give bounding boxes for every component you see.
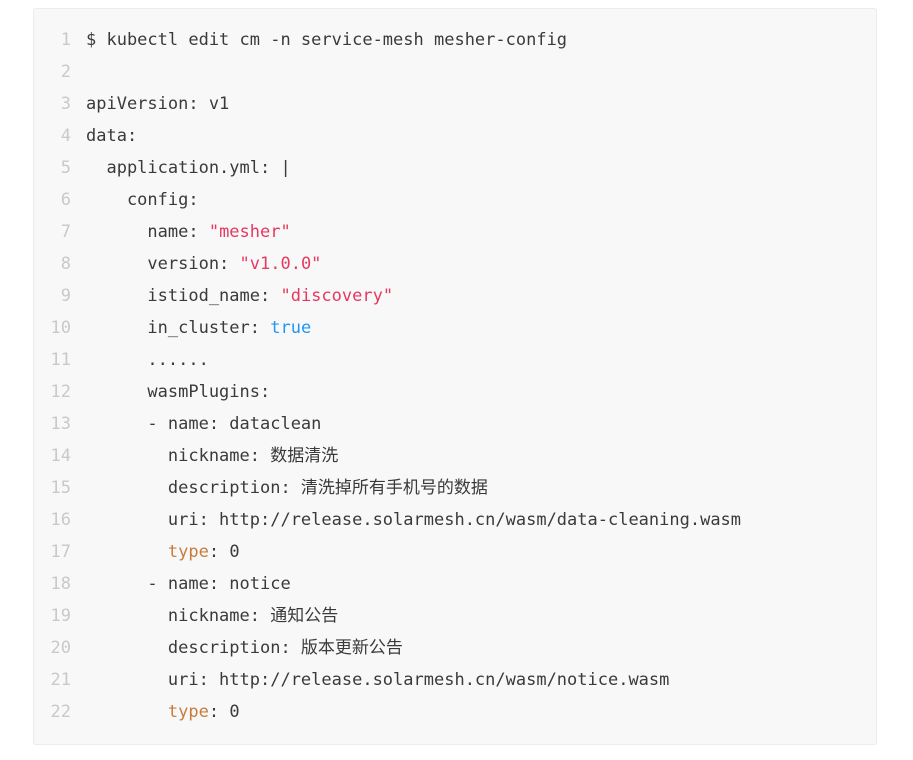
- line-number: 22: [50, 702, 71, 722]
- token-plain: : 0: [208, 542, 240, 562]
- code-text: data:: [71, 120, 137, 152]
- token-plain: istiod_name:: [86, 286, 281, 306]
- code-line: 10 in_cluster: true: [34, 312, 876, 344]
- line-number: 6: [60, 190, 71, 210]
- line-number: 12: [50, 382, 71, 402]
- code-line: 20 description: 版本更新公告: [34, 632, 876, 664]
- code-text: apiVersion: v1: [71, 88, 229, 120]
- line-number: 13: [50, 414, 71, 434]
- code-text: $ kubectl edit cm -n service-mesh mesher…: [71, 24, 567, 56]
- code-line: 5 application.yml: |: [34, 152, 876, 184]
- code-block: 1 $ kubectl edit cm -n service-mesh meshe…: [33, 8, 877, 745]
- token-plain: [86, 702, 168, 722]
- token-plain: data:: [86, 126, 138, 146]
- token-plain: description: 清洗掉所有手机号的数据: [86, 478, 488, 498]
- line-number: 4: [60, 126, 71, 146]
- code-text: uri: http://release.solarmesh.cn/wasm/no…: [71, 664, 670, 696]
- code-text: ......: [71, 344, 209, 376]
- code-text: istiod_name: "discovery": [71, 280, 393, 312]
- token-plain: nickname: 数据清洗: [86, 446, 339, 466]
- line-number: 11: [50, 350, 71, 370]
- token-plain: ......: [86, 350, 209, 370]
- token-plain: $ kubectl edit cm -n service-mesh mesher…: [86, 30, 568, 50]
- line-number: 3: [60, 94, 71, 114]
- token-string: "v1.0.0": [239, 254, 322, 274]
- token-plain: wasmPlugins:: [86, 382, 271, 402]
- code-line: 8 version: "v1.0.0": [34, 248, 876, 280]
- line-number: 2: [60, 62, 71, 82]
- line-number: 18: [50, 574, 71, 594]
- line-number: 20: [50, 638, 71, 658]
- line-number: 10: [50, 318, 71, 338]
- token-plain: description: 版本更新公告: [86, 638, 403, 658]
- line-number: 21: [50, 670, 71, 690]
- code-text: description: 版本更新公告: [71, 632, 403, 664]
- line-number: 16: [50, 510, 71, 530]
- code-text: version: "v1.0.0": [71, 248, 321, 280]
- code-line: 14 nickname: 数据清洗: [34, 440, 876, 472]
- token-plain: : 0: [208, 702, 240, 722]
- code-line: 13 - name: dataclean: [34, 408, 876, 440]
- code-text: config:: [71, 184, 199, 216]
- code-text: uri: http://release.solarmesh.cn/wasm/da…: [71, 504, 741, 536]
- code-line: 9 istiod_name: "discovery": [34, 280, 876, 312]
- code-line: 6 config:: [34, 184, 876, 216]
- token-string: "discovery": [280, 286, 394, 306]
- code-line: 17 type: 0: [34, 536, 876, 568]
- token-plain: [86, 542, 168, 562]
- code-line: 12 wasmPlugins:: [34, 376, 876, 408]
- code-text: nickname: 通知公告: [71, 600, 338, 632]
- code-line: 3 apiVersion: v1: [34, 88, 876, 120]
- line-number: 5: [60, 158, 71, 178]
- code-line: 16 uri: http://release.solarmesh.cn/wasm…: [34, 504, 876, 536]
- code-text: type: 0: [71, 696, 240, 728]
- code-line: 7 name: "mesher": [34, 216, 876, 248]
- line-number: 9: [60, 286, 71, 306]
- line-number: 14: [50, 446, 71, 466]
- token-string: "mesher": [208, 222, 291, 242]
- line-number: 1: [60, 30, 71, 50]
- token-plain: version:: [86, 254, 240, 274]
- code-text: - name: dataclean: [71, 408, 321, 440]
- line-number: 15: [50, 478, 71, 498]
- code-line: 11 ......: [34, 344, 876, 376]
- code-line: 22 type: 0: [34, 696, 876, 728]
- code-text: nickname: 数据清洗: [71, 440, 338, 472]
- token-plain: in_cluster:: [86, 318, 271, 338]
- line-number: 17: [50, 542, 71, 562]
- line-number: 7: [60, 222, 71, 242]
- line-number: 8: [60, 254, 71, 274]
- token-keyword: type: [167, 702, 209, 722]
- token-plain: application.yml: |: [86, 158, 291, 178]
- code-text: description: 清洗掉所有手机号的数据: [71, 472, 488, 504]
- token-plain: apiVersion: v1: [86, 94, 230, 114]
- code-text: name: "mesher": [71, 216, 291, 248]
- token-plain: name:: [86, 222, 209, 242]
- code-text: type: 0: [71, 536, 240, 568]
- token-plain: uri: http://release.solarmesh.cn/wasm/no…: [86, 670, 670, 690]
- token-plain: - name: notice: [86, 574, 291, 594]
- code-line: 15 description: 清洗掉所有手机号的数据: [34, 472, 876, 504]
- code-line: 4 data:: [34, 120, 876, 152]
- line-number: 19: [50, 606, 71, 626]
- token-plain: uri: http://release.solarmesh.cn/wasm/da…: [86, 510, 742, 530]
- code-text: [71, 56, 86, 88]
- token-keyword: type: [167, 542, 209, 562]
- code-line: 19 nickname: 通知公告: [34, 600, 876, 632]
- code-line: 2: [34, 56, 876, 88]
- code-line: 21 uri: http://release.solarmesh.cn/wasm…: [34, 664, 876, 696]
- token-plain: nickname: 通知公告: [86, 606, 339, 626]
- code-text: application.yml: |: [71, 152, 291, 184]
- token-plain: - name: dataclean: [86, 414, 322, 434]
- code-text: - name: notice: [71, 568, 291, 600]
- code-line: 1 $ kubectl edit cm -n service-mesh meshe…: [34, 24, 876, 56]
- code-text: in_cluster: true: [71, 312, 311, 344]
- token-boolean: true: [270, 318, 312, 338]
- token-plain: config:: [86, 190, 199, 210]
- code-line: 18 - name: notice: [34, 568, 876, 600]
- code-text: wasmPlugins:: [71, 376, 270, 408]
